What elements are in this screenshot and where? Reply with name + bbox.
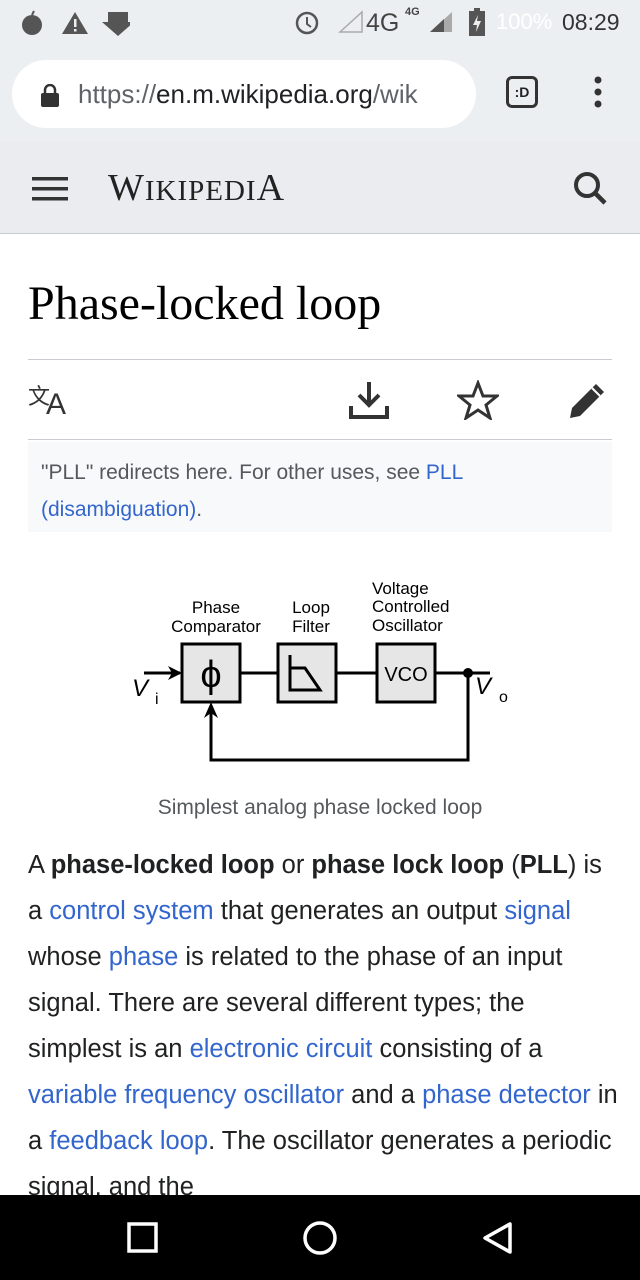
tab-switcher-button[interactable]: :D (506, 76, 538, 108)
body-text: or (274, 851, 312, 879)
star-icon[interactable] (457, 380, 499, 420)
body-text: is related to the phase of an input sign… (28, 943, 563, 1063)
figure-caption: Simplest analog phase locked loop (157, 796, 483, 819)
label-oscillator: Oscillator (372, 616, 443, 635)
article-link[interactable]: phase detector (422, 1081, 591, 1109)
label-loop: Loop (292, 598, 330, 617)
notification-icons (22, 10, 130, 36)
vo-label: V (475, 673, 493, 700)
browser-toolbar: https://en.m.wikipedia.org/wik :D (0, 44, 640, 142)
edit-icon[interactable] (568, 380, 608, 420)
divider (28, 359, 612, 360)
language-icon[interactable]: 文A (28, 380, 74, 418)
article-link[interactable]: signal (504, 897, 571, 925)
label-controlled: Controlled (372, 597, 450, 616)
recents-button[interactable] (127, 1222, 159, 1254)
svg-text:文: 文 (28, 385, 50, 410)
network-type: 4G (366, 9, 400, 37)
menu-icon[interactable] (32, 176, 68, 202)
article-link[interactable]: feedback loop (49, 1127, 209, 1155)
label-filter: Filter (292, 617, 330, 636)
network-type-sup: 4G (405, 6, 420, 18)
label-comparator: Comparator (171, 617, 261, 636)
wikipedia-header: WIKIPEDIA (0, 142, 640, 234)
vi-label: V (132, 675, 150, 702)
pll-diagram[interactable]: Phase Comparator Loop Filter Voltage Con… (130, 570, 510, 770)
vco-label: VCO (384, 664, 427, 686)
body-text: and a (344, 1081, 423, 1109)
alarm-icon (295, 11, 319, 35)
body-text: that generates an output (213, 897, 505, 925)
clock: 08:29 (562, 9, 620, 35)
label-voltage: Voltage (372, 579, 429, 598)
body-text: ( (504, 851, 520, 879)
home-button[interactable] (302, 1220, 338, 1256)
lock-icon (41, 84, 59, 107)
download-icon[interactable] (348, 380, 390, 420)
article-link[interactable]: phase (108, 943, 179, 971)
body-text: whose (28, 943, 109, 971)
page-title: Phase-locked loop (28, 277, 382, 330)
body-text: in a (28, 1081, 618, 1155)
battery-charging-icon (469, 8, 485, 36)
svg-text:A: A (46, 388, 66, 418)
vo-sub: o (499, 689, 508, 706)
back-button[interactable] (480, 1221, 514, 1255)
body-text: ) is a (28, 851, 602, 925)
search-icon[interactable] (572, 170, 608, 206)
article-link[interactable]: electronic circuit (189, 1035, 373, 1063)
article-link[interactable]: variable frequency oscillator (28, 1081, 345, 1109)
bold-term: PLL (519, 851, 568, 879)
navigation-bar (0, 1195, 640, 1280)
more-menu-icon[interactable] (590, 74, 606, 110)
divider (28, 439, 612, 440)
url-text: https://en.m.wikipedia.org/wik (78, 79, 418, 109)
status-bar: 4G 4G 100% 08:29 (0, 0, 640, 44)
label-phase: Phase (192, 598, 240, 617)
hatnote: "PLL" redirects here. For other uses, se… (28, 442, 612, 532)
article-body: A phase-locked loop or phase lock loop (… (28, 842, 620, 1210)
phi-symbol: ϕ (200, 654, 221, 696)
battery-percent: 100% (496, 9, 553, 34)
wikipedia-wordmark[interactable]: WIKIPEDIA (108, 167, 286, 209)
pll-disambiguation-link[interactable]: PLL (disambiguation) (41, 461, 463, 521)
bold-term: phase-locked loop (50, 851, 275, 879)
url-bar[interactable]: https://en.m.wikipedia.org/wik (12, 60, 476, 128)
vi-sub: i (155, 691, 159, 708)
bold-term: phase lock loop (311, 851, 505, 879)
body-text: . The oscillator generates a periodic si… (28, 1127, 612, 1201)
body-text: consisting of a (372, 1035, 543, 1063)
signal-empty-icon (338, 10, 363, 33)
signal-icon (430, 12, 452, 32)
body-text: A (28, 851, 51, 879)
article-link[interactable]: control system (49, 897, 214, 925)
